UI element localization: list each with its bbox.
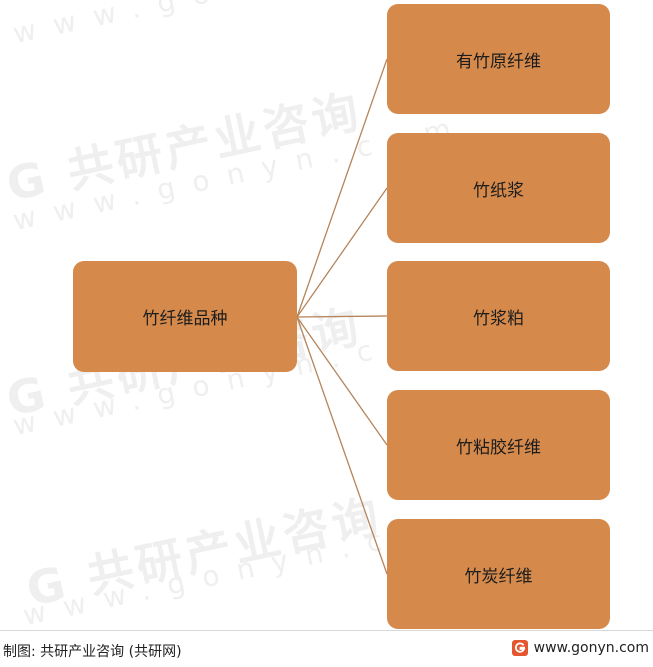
child-node-label: 竹炭纤维 [464, 566, 533, 587]
child-node: 竹炭纤维 [387, 519, 610, 629]
child-node-label: 竹浆粕 [473, 308, 524, 329]
connector-line [296, 187, 388, 318]
connector-line [296, 58, 388, 318]
root-node: 竹纤维品种 [73, 261, 297, 372]
footer: 制图: 共研产业咨询 (共研网) www.gonyn.com [0, 630, 653, 667]
website-link[interactable]: www.gonyn.com [533, 640, 649, 656]
brand: www.gonyn.com [511, 640, 649, 656]
connector-line [296, 316, 388, 446]
root-node-label: 竹纤维品种 [142, 309, 228, 329]
child-node: 竹粘胶纤维 [387, 390, 610, 500]
child-node: 有竹原纤维 [387, 4, 610, 114]
child-node: 竹纸浆 [387, 133, 610, 243]
child-node-label: 有竹原纤维 [456, 51, 541, 72]
connector-line [296, 315, 388, 318]
child-node: 竹浆粕 [387, 261, 610, 371]
gonyn-logo-icon [511, 640, 528, 656]
child-node-label: 竹粘胶纤维 [456, 437, 541, 458]
source-text: 制图: 共研产业咨询 (共研网) [3, 644, 182, 660]
child-node-label: 竹纸浆 [473, 180, 524, 201]
connector-line [296, 316, 388, 575]
